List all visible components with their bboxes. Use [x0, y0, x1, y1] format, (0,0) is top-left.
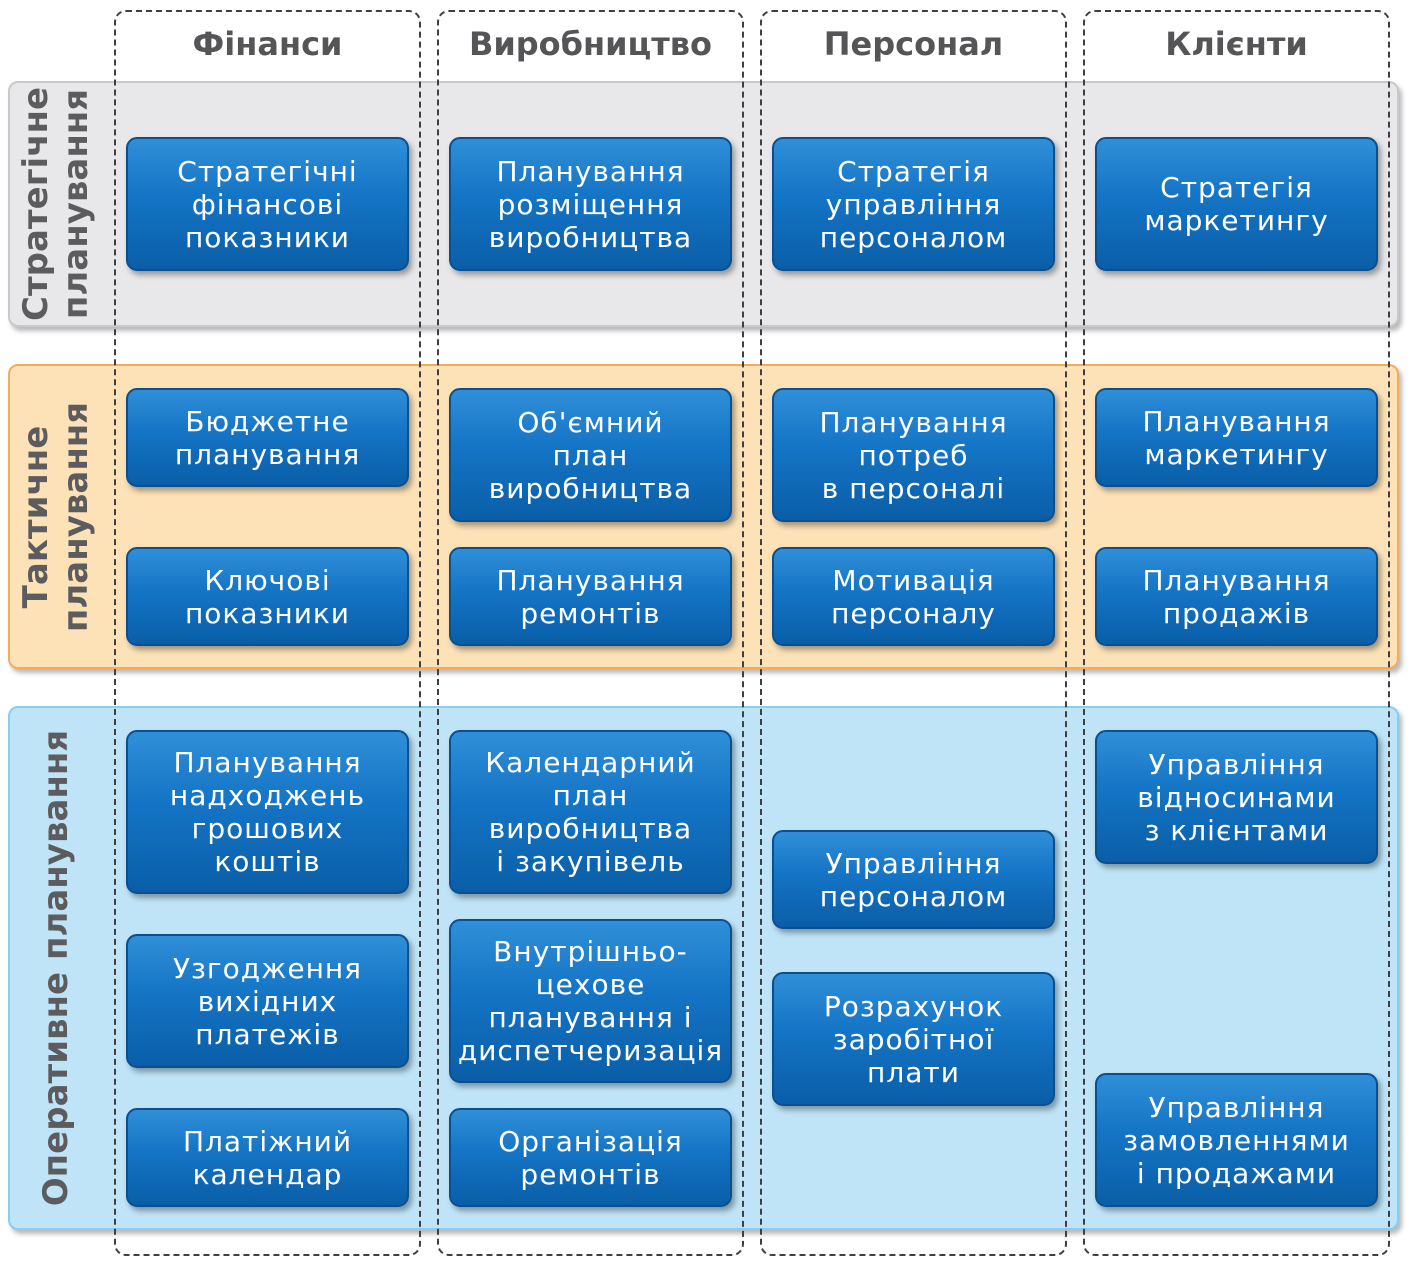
strategic-planning-label: Стратегічне планування: [16, 86, 97, 322]
column-header-clients: Клієнти: [1165, 25, 1308, 63]
box-budget-planning: Бюджетне планування: [126, 388, 409, 487]
box-key-indicators: Ключові показники: [126, 547, 409, 646]
box-cash-inflow-planning: Планування надходжень грошових коштів: [126, 730, 409, 894]
column-header-production: Виробництво: [468, 25, 713, 63]
operative-label-wrap: Оперативне планування: [8, 706, 104, 1230]
column-header-finance: Фінанси: [192, 25, 343, 63]
box-marketing-strategy: Стратегія маркетингу: [1095, 137, 1378, 271]
column-production-frame: [437, 10, 744, 1256]
tactical-label-wrap: Тактичне планування: [8, 364, 104, 669]
box-sales-planning: Планування продажів: [1095, 547, 1378, 646]
box-production-location-planning: Планування розміщення виробництва: [449, 137, 732, 271]
strategic-label-wrap: Стратегічне планування: [8, 81, 104, 327]
box-repair-organization: Організація ремонтів: [449, 1108, 732, 1207]
box-personnel-management-strategy: Стратегія управління персоналом: [772, 137, 1055, 271]
box-personnel-motivation: Мотивація персоналу: [772, 547, 1055, 646]
column-finance-frame: [114, 10, 421, 1256]
box-customer-relationship-management: Управління відносинами з клієнтами: [1095, 730, 1378, 864]
box-strategic-financial-indicators: Стратегічні фінансові показники: [126, 137, 409, 271]
box-payment-calendar: Платіжний календар: [126, 1108, 409, 1207]
box-outgoing-payments-approval: Узгодження вихідних платежів: [126, 934, 409, 1068]
column-header-personnel: Персонал: [823, 25, 1004, 63]
box-marketing-planning: Планування маркетингу: [1095, 388, 1378, 487]
operative-planning-label: Оперативне планування: [36, 729, 76, 1207]
box-personnel-needs-planning: Планування потреб в персоналі: [772, 388, 1055, 522]
box-production-purchasing-schedule: Календарний план виробництва і закупівел…: [449, 730, 732, 894]
box-payroll-calculation: Розрахунок заробітної плати: [772, 972, 1055, 1106]
box-volume-production-plan: Об'ємний план виробництва: [449, 388, 732, 522]
box-repair-planning: Планування ремонтів: [449, 547, 732, 646]
column-personnel-frame: [760, 10, 1067, 1256]
box-shop-planning-dispatching: Внутрішньо- цехове планування і диспетче…: [449, 919, 732, 1083]
box-order-sales-management: Управління замовленнями і продажами: [1095, 1073, 1378, 1207]
column-clients-frame: [1083, 10, 1390, 1256]
tactical-planning-label: Тактичне планування: [16, 401, 97, 632]
box-personnel-management: Управління персоналом: [772, 830, 1055, 929]
